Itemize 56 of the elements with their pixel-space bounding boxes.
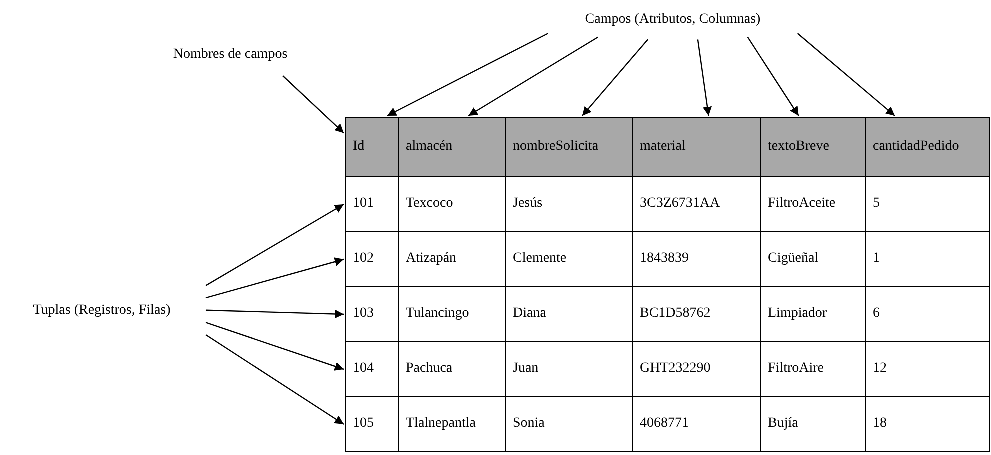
table-row <box>345 177 990 232</box>
table-cell: Atizapán <box>398 232 505 286</box>
table-row <box>345 287 990 342</box>
table-cell: 105 <box>345 397 398 451</box>
callout-label: Campos (Atributos, Columnas) <box>553 8 793 32</box>
table-cell: Diana <box>505 287 632 341</box>
table-cell: 104 <box>345 342 398 396</box>
arrow <box>206 322 344 371</box>
column-header: almacén <box>398 117 505 177</box>
table-cell: Tlalnepantla <box>398 397 505 451</box>
callout-label: Tuplas (Registros, Filas) <box>8 299 196 323</box>
table-row <box>345 232 990 287</box>
column-header: nombreSolicita <box>505 117 632 177</box>
arrow <box>797 33 896 116</box>
column-header: material <box>632 117 760 177</box>
arrow <box>582 39 648 116</box>
column-header: cantidadPedido <box>865 117 990 177</box>
table-cell: Juan <box>505 342 632 396</box>
arrow <box>468 36 598 117</box>
arrow <box>206 258 344 299</box>
table-cell: 12 <box>865 342 990 396</box>
arrow <box>206 334 344 425</box>
table-cell: Texcoco <box>398 177 505 231</box>
table-cell: 1843839 <box>632 232 760 286</box>
table-cell: Bujía <box>760 397 865 451</box>
table-cell: 6 <box>865 287 990 341</box>
column-header: textoBreve <box>760 117 865 177</box>
arrow <box>387 33 548 117</box>
table-cell: 1 <box>865 232 990 286</box>
table-cell: GHT232290 <box>632 342 760 396</box>
table-cell: Cigüeñal <box>760 232 865 286</box>
table-cell: 3C3Z6731AA <box>632 177 760 231</box>
table-cell: FiltroAceite <box>760 177 865 231</box>
table-cell: Limpiador <box>760 287 865 341</box>
table-cell: Sonia <box>505 397 632 451</box>
table-cell: Jesús <box>505 177 632 231</box>
arrow <box>747 37 800 116</box>
table-cell: BC1D58762 <box>632 287 760 341</box>
table-cell: 5 <box>865 177 990 231</box>
table-cell: 103 <box>345 287 398 341</box>
column-header: Id <box>345 117 398 177</box>
table-cell: 102 <box>345 232 398 286</box>
arrow <box>697 40 712 116</box>
arrow <box>206 310 344 319</box>
table-cell: FiltroAire <box>760 342 865 396</box>
table-cell: Tulancingo <box>398 287 505 341</box>
table-cell: Clemente <box>505 232 632 286</box>
table-row <box>345 342 990 397</box>
table-cell: 101 <box>345 177 398 231</box>
table-cell: 18 <box>865 397 990 451</box>
table-cell: 4068771 <box>632 397 760 451</box>
table-cell: Pachuca <box>398 342 505 396</box>
table-row <box>345 397 990 452</box>
arrow <box>282 76 344 134</box>
arrow <box>206 204 344 286</box>
callout-label: Nombres de campos <box>148 44 313 66</box>
